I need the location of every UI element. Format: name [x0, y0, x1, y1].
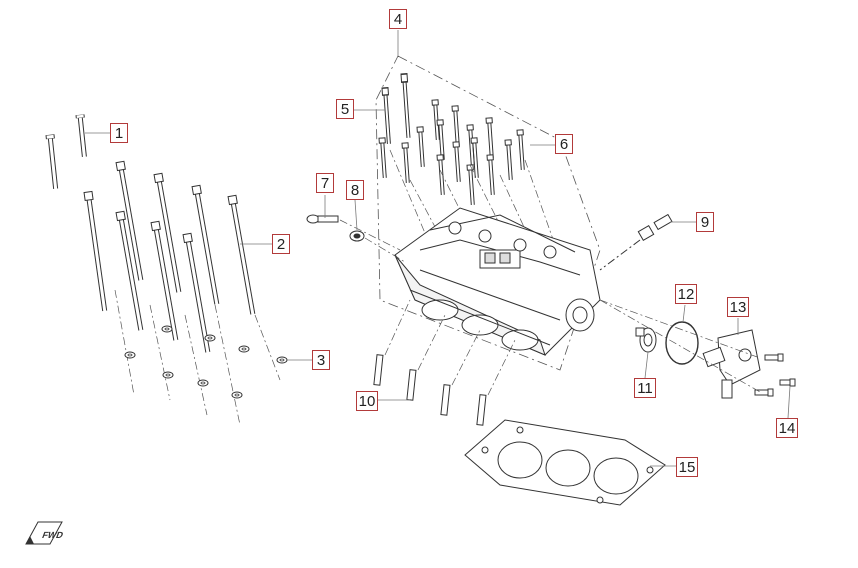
callout-4[interactable]: 4 — [389, 9, 407, 29]
bolt-group-left — [45, 114, 258, 354]
callout-15[interactable]: 15 — [676, 457, 698, 477]
callout-7[interactable]: 7 — [316, 173, 334, 193]
part-10-pins — [373, 354, 487, 426]
callout-5[interactable]: 5 — [336, 99, 354, 119]
part-11-thermostat — [635, 327, 657, 353]
cylinder-head — [394, 207, 601, 356]
washer-group — [124, 325, 288, 399]
callout-14[interactable]: 14 — [776, 418, 798, 438]
callout-6[interactable]: 6 — [555, 134, 573, 154]
callout-3[interactable]: 3 — [312, 350, 330, 370]
bolt-group-upper — [378, 72, 527, 206]
callout-1[interactable]: 1 — [110, 123, 128, 143]
forward-orientation-arrow-icon: FWD — [25, 521, 64, 545]
orientation-mark-text: FWD — [41, 530, 64, 540]
part-15-head-gasket — [464, 419, 666, 506]
leader-lines — [85, 30, 791, 467]
callout-8[interactable]: 8 — [346, 180, 364, 200]
part-8-washer — [349, 230, 365, 242]
axis-lines-left — [114, 289, 281, 426]
part-7-bolt — [306, 214, 339, 224]
part-13-thermostat-housing — [702, 329, 761, 399]
callout-2[interactable]: 2 — [272, 234, 290, 254]
part-12-o-ring — [665, 321, 699, 365]
part-14-bolts — [754, 353, 796, 397]
callout-10[interactable]: 10 — [356, 391, 378, 411]
callout-9[interactable]: 9 — [696, 212, 714, 232]
callout-13[interactable]: 13 — [727, 297, 749, 317]
callout-12[interactable]: 12 — [675, 284, 697, 304]
part-9-sensor — [599, 213, 673, 271]
callout-11[interactable]: 11 — [634, 378, 656, 398]
